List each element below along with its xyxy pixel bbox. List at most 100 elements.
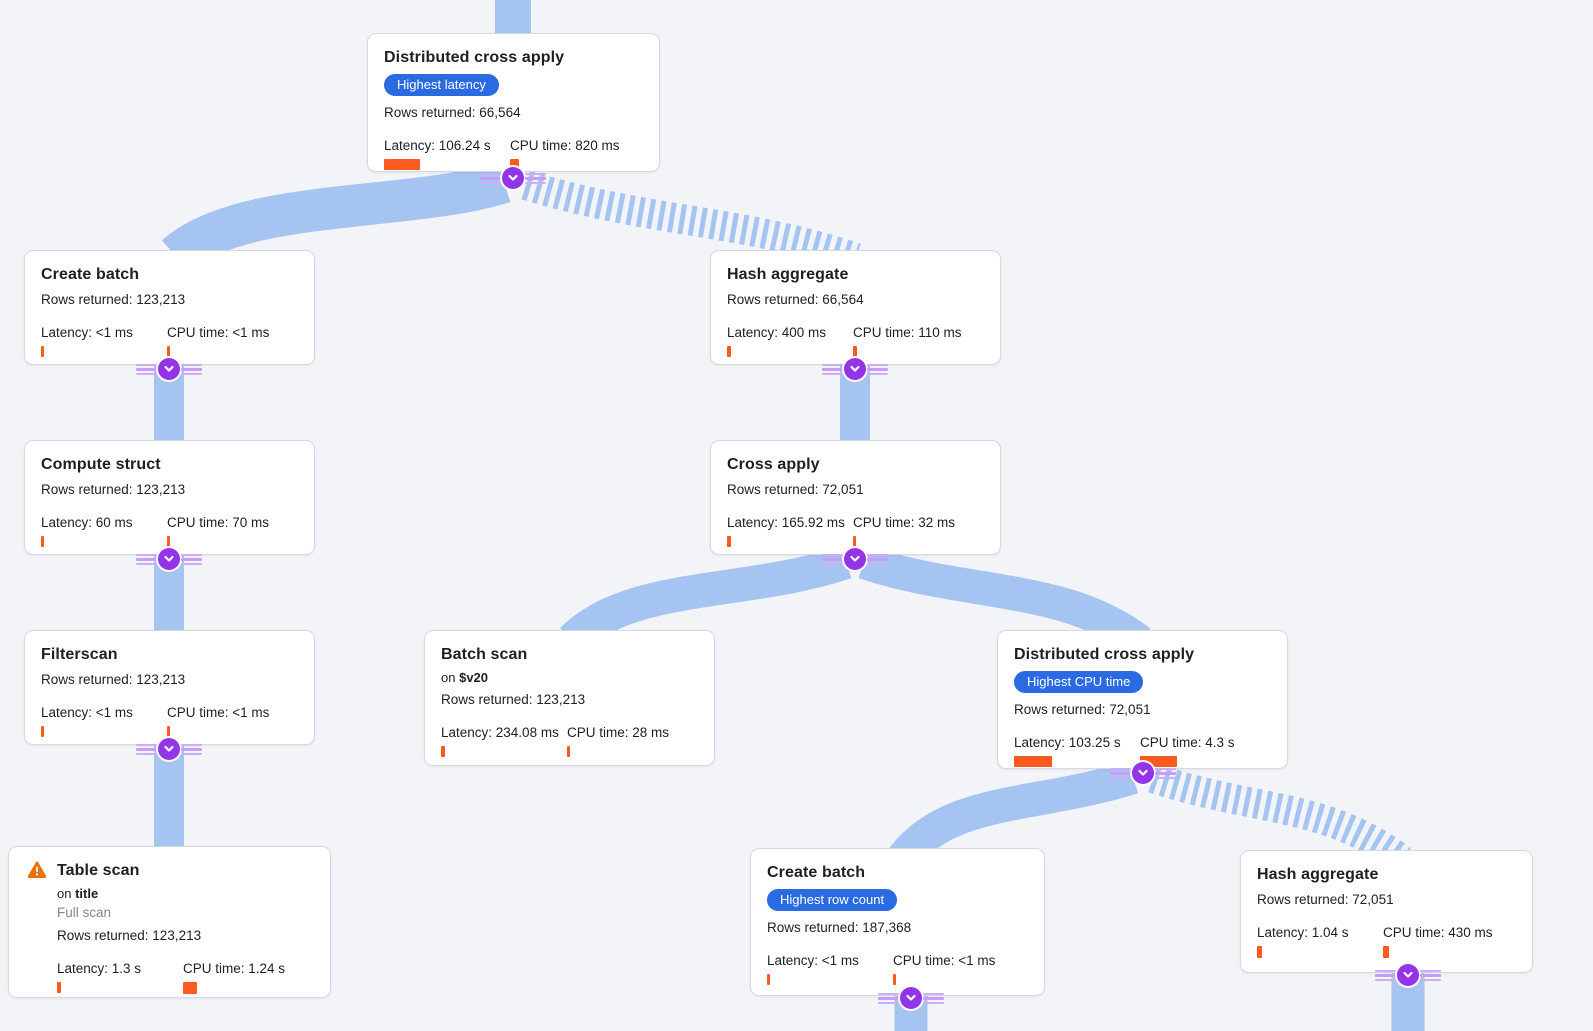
plan-node-hash-aggregate-upper[interactable]: Hash aggregate Rows returned: 66,564 Lat… xyxy=(710,250,1001,365)
connector-lines xyxy=(480,172,501,184)
connector-lines xyxy=(136,553,157,565)
connector-lines xyxy=(181,363,202,375)
latency-label: Latency: 165.92 ms xyxy=(727,515,845,530)
node-title: Table scan xyxy=(57,862,140,879)
latency-label: Latency: 1.04 s xyxy=(1257,925,1349,940)
node-title: Hash aggregate xyxy=(727,266,849,283)
latency-label: Latency: 400 ms xyxy=(727,325,827,340)
edge-dca2-to-create-batch2 xyxy=(889,760,1139,869)
latency-bar xyxy=(1014,756,1052,767)
highest-row-count-badge: Highest row count xyxy=(767,889,898,911)
scan-target: on title xyxy=(57,886,99,901)
collapse-button[interactable] xyxy=(136,548,202,570)
rows-returned: Rows returned: 187,368 xyxy=(767,920,912,935)
node-title: Batch scan xyxy=(441,646,528,663)
connector-lines xyxy=(923,992,944,1004)
latency-bar xyxy=(441,746,445,757)
connector-lines xyxy=(822,553,843,565)
rows-returned: Rows returned: 123,213 xyxy=(41,482,186,497)
connector-lines xyxy=(181,553,202,565)
rows-returned: Rows returned: 72,051 xyxy=(1257,892,1394,907)
cpu-time-label: CPU time: 4.3 s xyxy=(1140,735,1235,750)
latency-label: Latency: <1 ms xyxy=(41,325,133,340)
node-title: Create batch xyxy=(767,864,866,881)
chevron-down-icon xyxy=(900,987,922,1009)
connector-lines xyxy=(867,363,888,375)
cpu-time-label: CPU time: 820 ms xyxy=(510,138,620,153)
collapse-button[interactable] xyxy=(136,738,202,760)
plan-node-distributed-cross-apply-root[interactable]: Distributed cross apply Highest latency … xyxy=(367,33,660,172)
connector-lines xyxy=(1375,969,1396,981)
rows-returned: Rows returned: 66,564 xyxy=(384,105,521,120)
latency-label: Latency: <1 ms xyxy=(767,953,859,968)
plan-node-filterscan[interactable]: Filterscan Rows returned: 123,213 Latenc… xyxy=(24,630,315,745)
connector-lines xyxy=(822,363,843,375)
plan-node-cross-apply[interactable]: Cross apply Rows returned: 72,051 Latenc… xyxy=(710,440,1001,555)
connector-lines xyxy=(181,743,202,755)
chevron-down-icon xyxy=(502,167,524,189)
connector-lines xyxy=(867,553,888,565)
node-title: Distributed cross apply xyxy=(384,49,565,66)
scan-note: Full scan xyxy=(57,905,112,920)
plan-node-batch-scan[interactable]: Batch scan on $v20 Rows returned: 123,21… xyxy=(424,630,715,766)
chevron-down-icon xyxy=(158,358,180,380)
connector-lines xyxy=(136,743,157,755)
latency-bar xyxy=(727,536,731,547)
cpu-time-label: CPU time: <1 ms xyxy=(167,705,270,720)
latency-bar xyxy=(41,726,44,737)
plan-node-compute-struct[interactable]: Compute struct Rows returned: 123,213 La… xyxy=(24,440,315,555)
cpu-time-bar xyxy=(567,746,570,757)
latency-bar xyxy=(57,982,61,993)
cpu-time-bar xyxy=(893,974,896,985)
cpu-time-bar xyxy=(167,536,170,547)
cpu-time-label: CPU time: 430 ms xyxy=(1383,925,1493,940)
rows-returned: Rows returned: 123,213 xyxy=(41,672,186,687)
scan-target: on $v20 xyxy=(441,670,489,685)
latency-bar xyxy=(384,159,420,170)
cpu-time-label: CPU time: 70 ms xyxy=(167,515,270,530)
edge-cross-apply-to-batch-scan xyxy=(559,545,852,653)
collapse-button[interactable] xyxy=(1110,762,1176,784)
plan-node-table-scan[interactable]: Table scan on title Full scan Rows retur… xyxy=(8,846,331,998)
chevron-down-icon xyxy=(158,548,180,570)
cpu-time-label: CPU time: 28 ms xyxy=(567,725,670,740)
highest-latency-badge: Highest latency xyxy=(384,74,499,96)
latency-bar xyxy=(767,974,770,985)
cpu-time-bar xyxy=(510,159,519,170)
plan-node-create-batch-bottom[interactable]: Create batch Highest row count Rows retu… xyxy=(750,848,1045,996)
connector-lines xyxy=(1420,969,1441,981)
collapse-button[interactable] xyxy=(1375,964,1441,986)
collapse-button[interactable] xyxy=(878,987,944,1009)
cpu-time-bar xyxy=(167,346,170,357)
plan-node-create-batch-left[interactable]: Create batch Rows returned: 123,213 Late… xyxy=(24,250,315,365)
connector-lines xyxy=(525,172,546,184)
rows-returned: Rows returned: 123,213 xyxy=(41,292,186,307)
edge-cross-apply-to-dca2 xyxy=(858,545,1151,656)
plan-node-hash-aggregate-bottom[interactable]: Hash aggregate Rows returned: 72,051 Lat… xyxy=(1240,850,1533,973)
cpu-time-bar xyxy=(183,982,197,994)
highest-cpu-time-badge: Highest CPU time xyxy=(1014,671,1144,693)
latency-label: Latency: 103.25 s xyxy=(1014,735,1121,750)
latency-label: Latency: <1 ms xyxy=(41,705,133,720)
collapse-button[interactable] xyxy=(480,167,546,189)
collapse-button[interactable] xyxy=(822,548,888,570)
collapse-button[interactable] xyxy=(136,358,202,380)
node-title: Distributed cross apply xyxy=(1014,646,1195,663)
edge-dca2-to-hash-agg2 xyxy=(1148,763,1412,873)
node-title: Create batch xyxy=(41,266,140,283)
connector-lines xyxy=(878,992,899,1004)
node-title: Filterscan xyxy=(41,646,118,663)
warning-icon xyxy=(27,861,47,884)
plan-node-distributed-cross-apply-right[interactable]: Distributed cross apply Highest CPU time… xyxy=(997,630,1288,769)
node-title: Cross apply xyxy=(727,456,820,473)
collapse-button[interactable] xyxy=(822,358,888,380)
latency-bar xyxy=(1257,946,1262,958)
connector-lines xyxy=(1155,767,1176,779)
cpu-time-label: CPU time: 110 ms xyxy=(853,325,962,340)
cpu-time-label: CPU time: <1 ms xyxy=(893,953,996,968)
cpu-time-bar xyxy=(167,726,170,737)
rows-returned: Rows returned: 123,213 xyxy=(441,692,586,707)
chevron-down-icon xyxy=(1132,762,1154,784)
connector-lines xyxy=(136,363,157,375)
